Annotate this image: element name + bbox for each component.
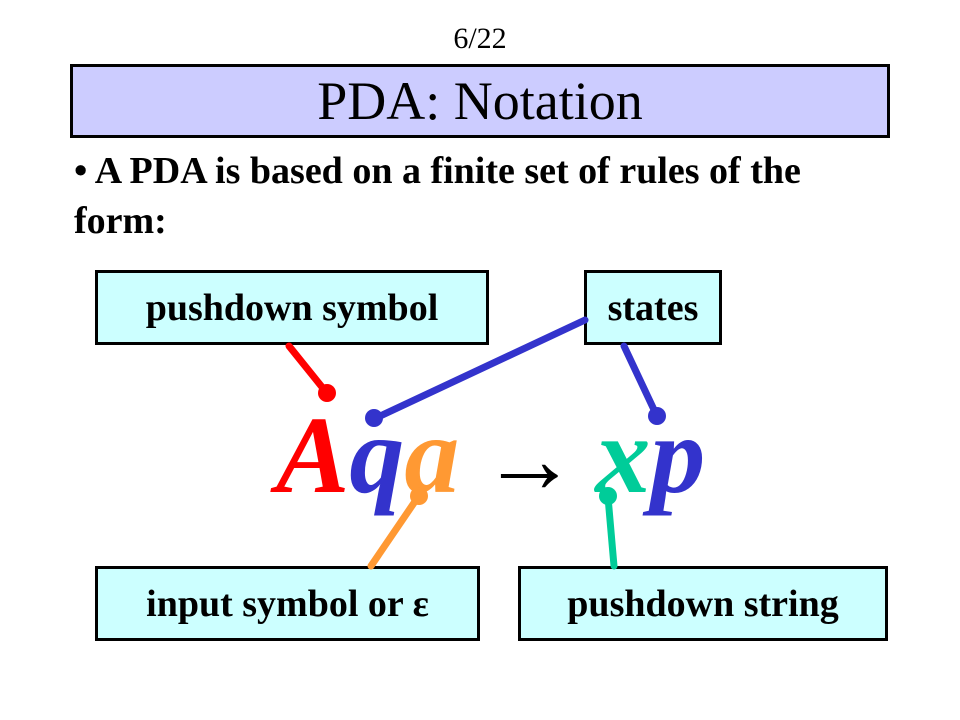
slide-number: 6/22 [453,22,507,55]
slide-title-text: PDA: Notation [317,71,643,131]
label-input-symbol-text: input symbol or ε [146,582,429,625]
label-pushdown-symbol-text: pushdown symbol [145,286,439,329]
label-pushdown-string-text: pushdown string [567,582,839,625]
label-pushdown-string: pushdown string [518,566,888,641]
label-states: states [584,270,722,345]
formula-arrow: → [481,406,578,513]
rule-formula: Aqa→xp [276,394,706,516]
formula-symbol-q: q [349,394,405,516]
formula-symbol-x: x [595,394,651,516]
bullet-text: • A PDA is based on a finite set of rule… [74,150,801,242]
formula-symbol-A: A [276,394,350,516]
label-states-text: states [607,286,699,329]
formula-symbol-p: p [650,394,706,516]
formula-symbol-a: a [404,394,460,516]
slide-title: PDA: Notation [70,64,890,138]
label-pushdown-symbol: pushdown symbol [95,270,489,345]
label-input-symbol: input symbol or ε [95,566,480,641]
